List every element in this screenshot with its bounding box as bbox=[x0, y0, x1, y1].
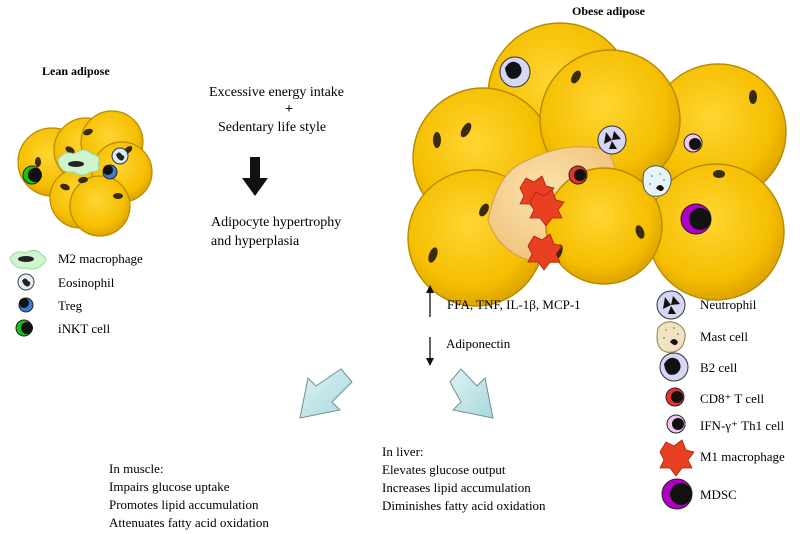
mast-cell bbox=[642, 165, 672, 197]
secretion-down-label: Adiponectin bbox=[446, 336, 511, 351]
down-arrow-icon bbox=[426, 337, 434, 366]
muscle-heading: In muscle: bbox=[109, 461, 164, 476]
lean-adipose-title: Lean adipose bbox=[42, 64, 110, 78]
obese-adipose-cluster bbox=[407, 22, 787, 307]
mdsc-icon bbox=[661, 478, 693, 510]
obese-adipose-title: Obese adipose bbox=[572, 4, 646, 18]
obese-legend-icons bbox=[656, 290, 695, 510]
b2-cell bbox=[499, 56, 531, 88]
lean-adipose-cluster bbox=[17, 110, 153, 237]
cd8-t-cell-icon bbox=[665, 387, 685, 407]
liver-effect: Diminishes fatty acid oxidation bbox=[382, 498, 546, 513]
obese-legend-b2-label: B2 cell bbox=[700, 360, 738, 375]
lean-legend-m2-label: M2 macrophage bbox=[58, 251, 143, 266]
muscle-effect: Promotes lipid accumulation bbox=[109, 497, 259, 512]
b2-cell-icon bbox=[659, 352, 689, 382]
secretion-up-label: FFA, TNF, IL-1β, MCP-1 bbox=[447, 297, 581, 312]
neutrophil-cell bbox=[597, 125, 627, 155]
inkt-cell-icon bbox=[15, 319, 33, 337]
lean-legend-treg-label: Treg bbox=[58, 298, 83, 313]
m2-macrophage-icon bbox=[9, 249, 47, 270]
muscle-effect: Impairs glucose uptake bbox=[109, 479, 230, 494]
muscle-effect: Attenuates fatty acid oxidation bbox=[109, 515, 269, 530]
mdsc-cell bbox=[680, 203, 712, 235]
m1-macrophage-cell bbox=[527, 233, 563, 271]
neutrophil-icon bbox=[656, 290, 686, 320]
result-line-2: and hyperplasia bbox=[211, 234, 300, 249]
liver-heading: In liver: bbox=[382, 444, 424, 459]
m1-macrophage-icon bbox=[659, 439, 695, 477]
lean-adipocyte bbox=[69, 175, 131, 237]
result-line-1: Adipocyte hypertrophy bbox=[211, 215, 342, 230]
lean-legend-eosinophil-label: Eosinophil bbox=[58, 275, 115, 290]
arrow-to-muscle bbox=[299, 368, 353, 419]
eosinophil-icon bbox=[17, 273, 35, 291]
obese-legend-th1-label: IFN-γ⁺ Th1 cell bbox=[700, 418, 785, 433]
progression-arrow bbox=[242, 157, 268, 196]
m1-macrophage-cell bbox=[529, 189, 565, 227]
lean-legend-icons bbox=[9, 249, 47, 337]
liver-effect: Elevates glucose output bbox=[382, 462, 506, 477]
ifn-th1-cell-icon bbox=[666, 414, 686, 434]
obese-legend-mast-label: Mast cell bbox=[700, 329, 749, 344]
cd8-t-cell bbox=[568, 165, 588, 185]
cause-line-2: Sedentary life style bbox=[218, 120, 327, 135]
cause-line-1: Excessive energy intake bbox=[209, 85, 345, 100]
arrow-to-liver bbox=[449, 368, 494, 419]
liver-effect: Increases lipid accumulation bbox=[382, 480, 531, 495]
up-arrow-icon bbox=[426, 285, 434, 317]
obese-legend-neutrophil-label: Neutrophil bbox=[700, 297, 757, 312]
obese-legend-cd8-label: CD8⁺ T cell bbox=[700, 391, 765, 406]
obese-legend-m1-label: M1 macrophage bbox=[700, 449, 785, 464]
ifn-th1-cell bbox=[683, 133, 703, 153]
cause-plus: + bbox=[285, 102, 293, 117]
obese-legend-mdsc-label: MDSC bbox=[700, 487, 737, 502]
lean-legend-inkt-label: iNKT cell bbox=[58, 321, 111, 336]
treg-icon bbox=[18, 297, 34, 313]
mast-cell-icon bbox=[656, 321, 686, 353]
